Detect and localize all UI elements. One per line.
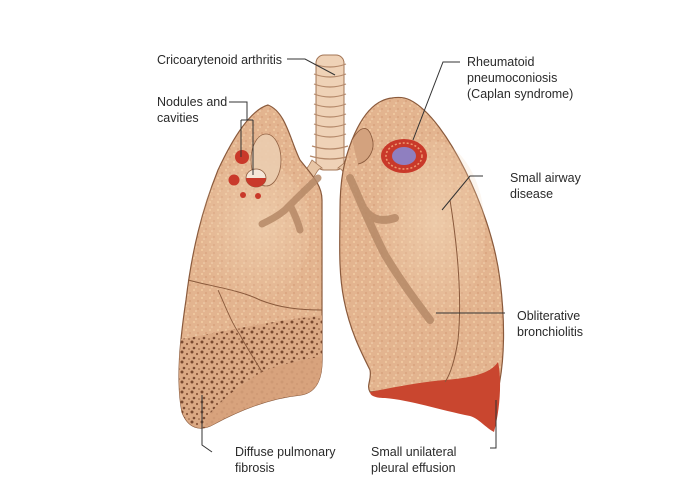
caplan-nodule <box>381 139 427 173</box>
label-small-airway-disease: Small airway disease <box>510 171 581 201</box>
right-lung <box>178 104 323 429</box>
label-nodules-and-cavities: Nodules and cavities <box>157 95 228 125</box>
leader-lines <box>201 58 505 453</box>
label-small-unilateral-pleural-effusion: Small unilateral pleural effusion <box>371 445 457 475</box>
left-lung <box>339 96 505 432</box>
label-obliterative-bronchiolitis: Obliterative bronchiolitis <box>517 309 584 339</box>
nodules <box>228 150 267 199</box>
label-cricoarytenoid-arthritis: Cricoarytenoid arthritis <box>157 53 283 67</box>
label-caplan-syndrome: Rheumatoid pneumoconiosis (Caplan syndro… <box>467 55 574 101</box>
label-diffuse-pulmonary-fibrosis: Diffuse pulmonary fibrosis <box>235 445 336 475</box>
pleural-effusion <box>370 362 501 432</box>
